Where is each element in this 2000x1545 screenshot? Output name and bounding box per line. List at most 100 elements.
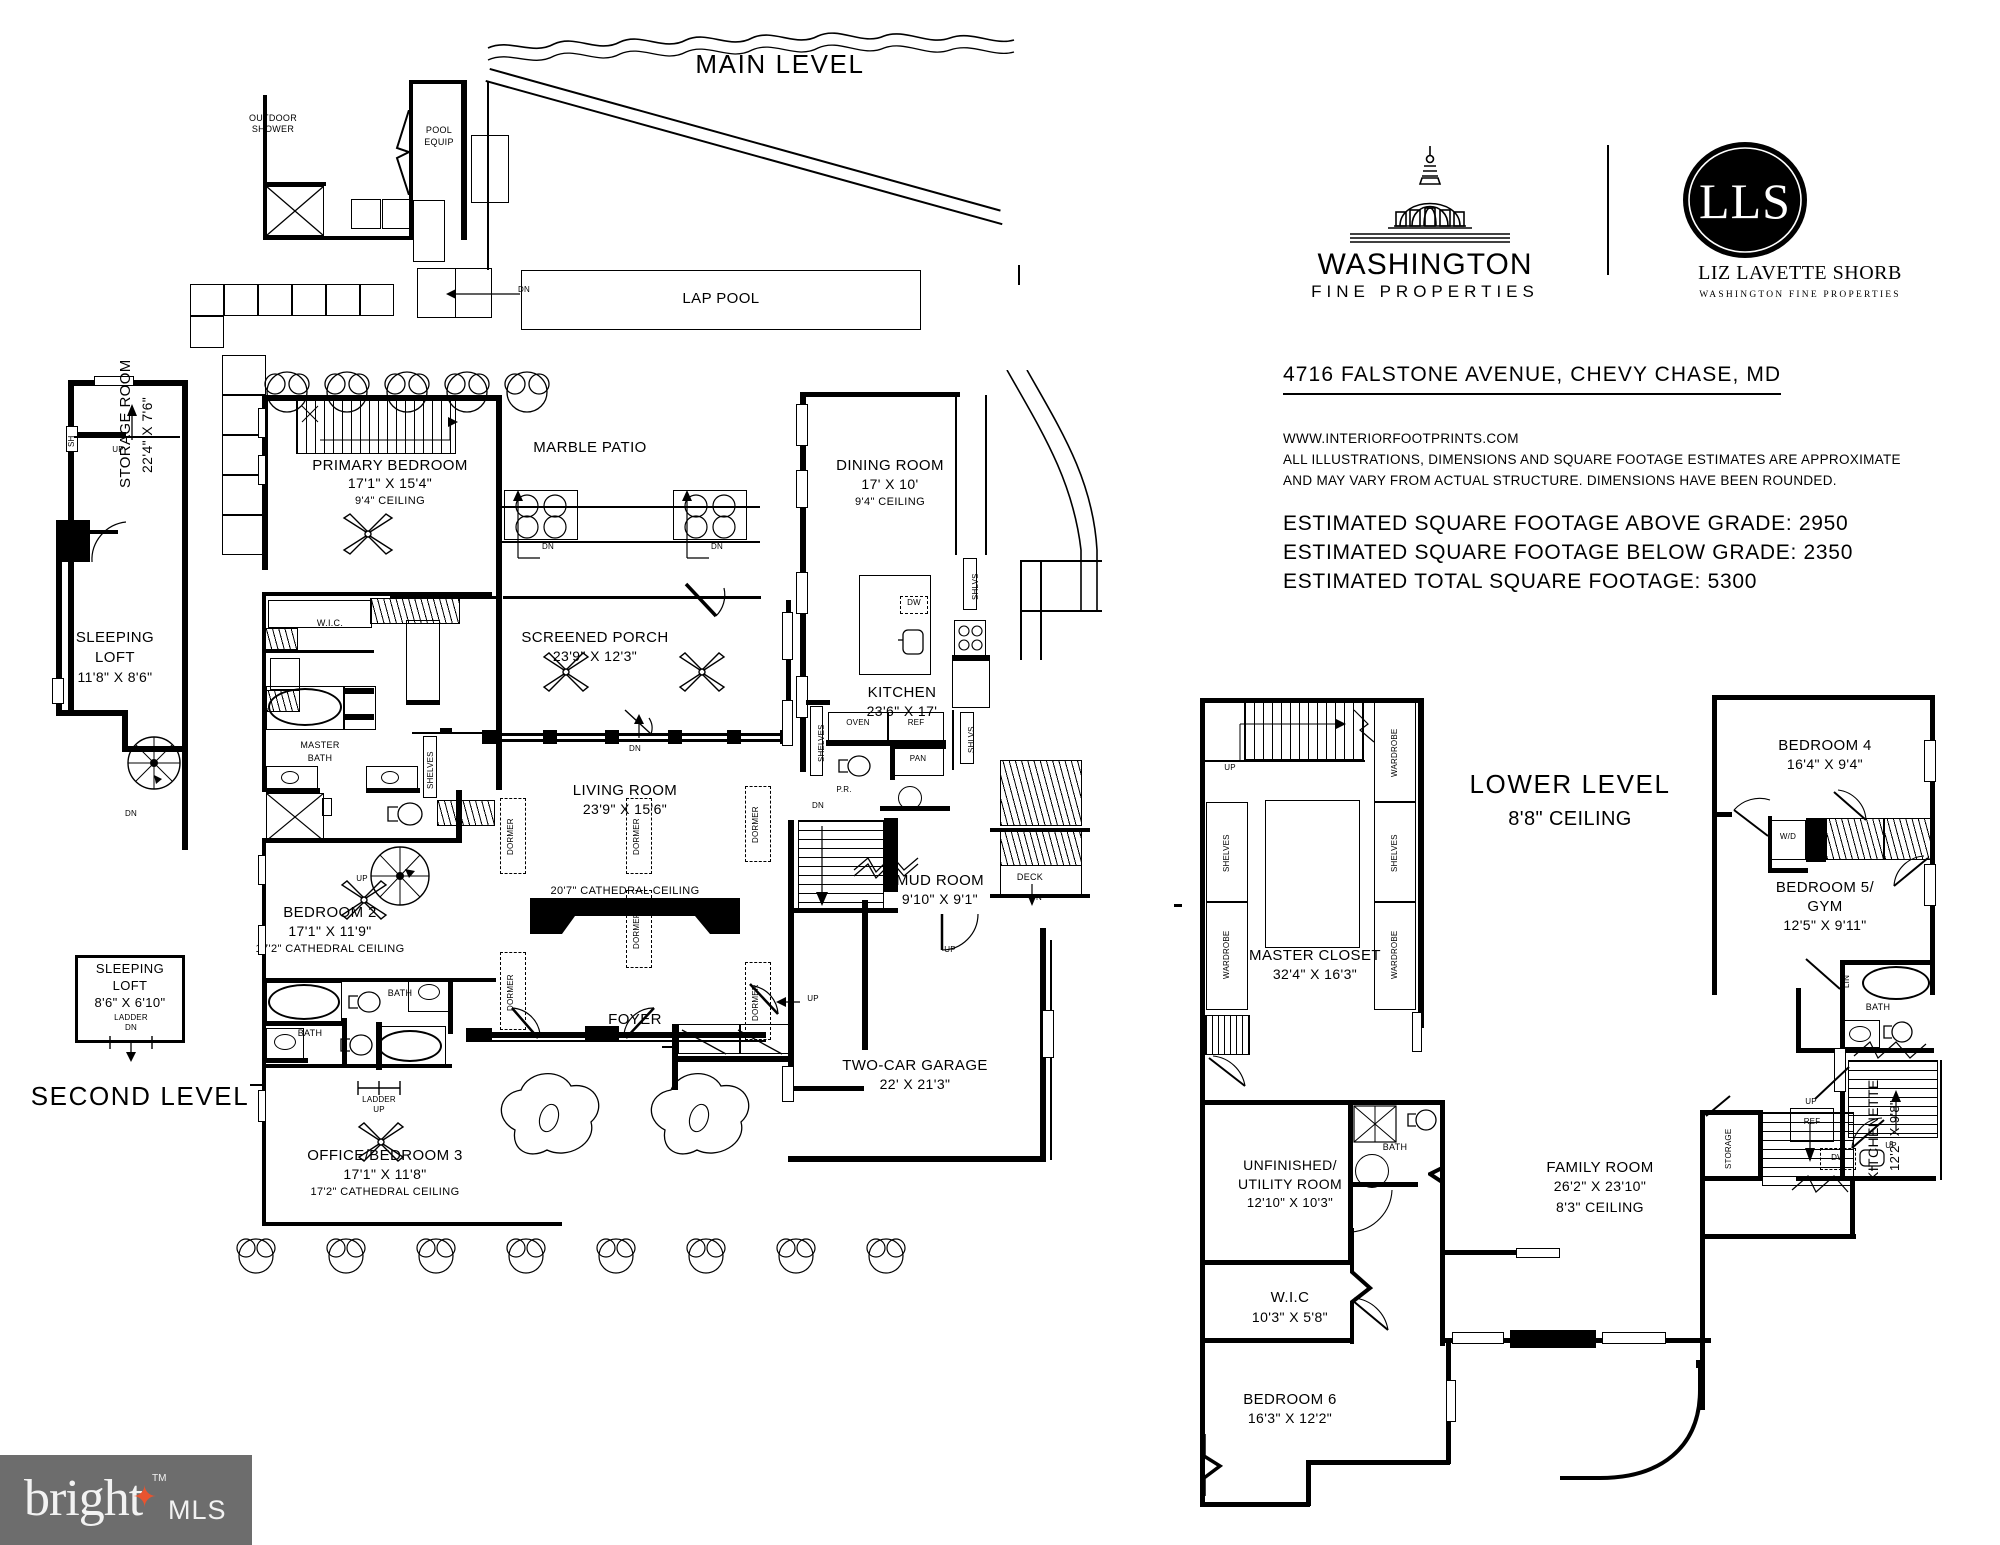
property-address: 4716 FALSTONE AVENUE, CHEVY CHASE, MD — [1283, 363, 1782, 395]
watermark-tm: TM — [152, 1473, 167, 1484]
dining-room-ceiling: 9'4" CEILING — [854, 496, 926, 508]
bedroom2-dim: 17'1" X 11'9" — [288, 923, 372, 939]
cooktop-icon — [958, 625, 983, 651]
office-bedroom3-dim: 17'1" X 11'8" — [343, 1166, 427, 1182]
master-closet-dim: 32'4" X 16'3" — [1272, 966, 1358, 982]
kitchen-label: KITCHEN — [867, 684, 937, 701]
foyer-up-icon — [749, 983, 800, 1015]
kitchenette-sink-icon — [1859, 1149, 1885, 1171]
primary-bedroom-ceiling: 9'4" CEILING — [354, 495, 426, 507]
watermark-brand: bright — [24, 1470, 143, 1527]
toilet-icon-master — [387, 802, 423, 826]
outdoor-shower-label-1: OUTDOOR — [248, 113, 298, 123]
porch-door-dn-icon — [624, 709, 653, 738]
ceiling-fan-icon-porch-2 — [678, 652, 726, 692]
dn-label-loft: DN — [125, 809, 137, 818]
ceiling-fan-icon-office — [357, 1122, 405, 1162]
dormer-label-2: DORMER — [632, 818, 641, 856]
ref-label-kitchen: REF — [907, 718, 925, 727]
toilet-icon-pr — [838, 755, 871, 777]
lower-level-title: LOWER LEVEL — [1469, 769, 1671, 799]
deck-label: DECK — [1016, 872, 1044, 882]
sleeping-loft2-label-1: SLEEPING — [95, 961, 165, 976]
dn-label-porch: DN — [629, 744, 641, 753]
bedroom6-door-icon — [1202, 1434, 1224, 1496]
bedroom4-label: BEDROOM 4 — [1778, 737, 1872, 754]
bath-shower-icon-lower-left — [1353, 1105, 1397, 1143]
sh-label-1: SH — [67, 435, 76, 447]
dining-room-label: DINING ROOM — [836, 457, 944, 474]
lls-logo-sub: WASHINGTON FINE PROPERTIES — [1699, 290, 1901, 300]
lap-pool-label: LAP POOL — [682, 290, 760, 307]
primary-bedroom-label: PRIMARY BEDROOM — [312, 457, 468, 474]
bedroom2-ceiling: 17'2" CATHEDRAL CEILING — [255, 943, 405, 955]
mud-room-label: MUD ROOM — [895, 872, 985, 889]
lls-logo-name: LIZ LAVETTE SHORB — [1698, 262, 1902, 284]
front-shrubs-icon — [236, 1238, 906, 1274]
storage-label-lower: STORAGE — [1724, 1128, 1733, 1170]
dn-label-right: DN — [711, 542, 723, 551]
family-room-dim: 26'2" X 23'10" — [1553, 1178, 1647, 1194]
office-bedroom3-label: OFFICE/BEDROOM 3 — [307, 1147, 463, 1164]
unfinished-utility-label-1: UNFINISHED/ — [1243, 1157, 1337, 1173]
garage-bushes-icon — [500, 1073, 750, 1155]
dn-label-patio: DN — [518, 285, 530, 294]
website-label: WWW.INTERIORFOOTPRINTS.COM — [1283, 431, 1519, 446]
family-room-curve — [1560, 1364, 1702, 1480]
sleeping-loft1-label-2: LOFT — [95, 649, 135, 666]
sqft-below-grade: ESTIMATED SQUARE FOOTAGE BELOW GRADE: 23… — [1283, 541, 1854, 564]
main-level-title: MAIN LEVEL — [695, 49, 865, 79]
bath-label-1: BATH — [387, 988, 413, 998]
lower-wic-label: W.I.C — [1270, 1289, 1310, 1306]
mudroom-door-icon — [940, 913, 979, 951]
stair-dn-icon-main — [816, 826, 828, 906]
foyer-door-right-icon — [623, 1007, 655, 1039]
lower-wic-dim: 10'3" X 5'8" — [1251, 1309, 1329, 1325]
toilet-icon-bath1 — [348, 991, 381, 1013]
lls-oval-icon: LLS — [1683, 142, 1807, 258]
sqft-above-grade: ESTIMATED SQUARE FOOTAGE ABOVE GRADE: 29… — [1283, 512, 1849, 535]
family-room-ceiling: 8'3" CEILING — [1556, 1199, 1644, 1215]
pan-label: PAN — [909, 754, 927, 763]
ladder-up-label-2: UP — [373, 1105, 385, 1114]
master-bath-label-1: MASTER — [300, 740, 340, 750]
sqft-total: ESTIMATED TOTAL SQUARE FOOTAGE: 5300 — [1283, 570, 1758, 593]
bedroom5-gym-label-1: BEDROOM 5/ — [1775, 879, 1875, 896]
bedroom4-door-icon — [1733, 797, 1771, 837]
wardrobe-label-l1: WARDROBE — [1222, 930, 1231, 980]
ladder-dn-label-2: DN — [125, 1023, 137, 1032]
watermark-star-icon: ✦ — [132, 1481, 158, 1514]
up-label-family: UP — [1805, 1097, 1817, 1106]
sleeping-loft2-dim: 8'6" X 6'10" — [94, 995, 166, 1010]
up-label-mudroom: UP — [944, 945, 956, 954]
bath-door-icon-lower — [1805, 958, 1841, 990]
up-label-lower-right: UP — [1885, 1141, 1897, 1150]
two-car-garage-dim: 22' X 21'3" — [879, 1076, 951, 1092]
patio-table-icon-2 — [684, 494, 736, 539]
shelves-label-l1: SHELVES — [1222, 834, 1231, 872]
fireplace-gfp-icon — [530, 898, 740, 934]
bath-label-lower-left: BATH — [1382, 1142, 1408, 1152]
dn-arrow-patio-right — [682, 490, 709, 559]
ceiling-fan-icon — [342, 513, 394, 555]
watermark-mls: MLS — [168, 1495, 227, 1525]
disclaimer-line-1: ALL ILLUSTRATIONS, DIMENSIONS AND SQUARE… — [1283, 452, 1901, 467]
shower-drain-icon — [266, 186, 324, 236]
marble-patio-label: MARBLE PATIO — [533, 439, 647, 456]
storage-door-icon — [1705, 1095, 1731, 1117]
pool-equip-door-icon — [395, 110, 412, 195]
bedroom5-closet-door-icon — [1893, 855, 1929, 887]
living-room-ceiling: 20'7" CATHEDRAL CEILING — [550, 885, 700, 897]
unfinished-utility-dim: 12'10" X 10'3" — [1246, 1195, 1334, 1210]
storage-room-label: STORAGE ROOM — [117, 359, 134, 488]
office-bedroom3-ceiling: 17'2" CATHEDRAL CEILING — [310, 1186, 460, 1198]
sleeping-loft2-label-2: LOFT — [112, 978, 148, 993]
unfinished-utility-label-2: UTILITY ROOM — [1237, 1176, 1343, 1192]
bedroom6-label: BEDROOM 6 — [1243, 1391, 1337, 1408]
pool-equip-label-2: EQUIP — [424, 137, 454, 147]
lower-level-ceiling: 8'8" CEILING — [1508, 808, 1632, 830]
storage-up-arrow — [127, 404, 137, 440]
master-closet-label: MASTER CLOSET — [1249, 947, 1381, 964]
two-car-garage-label: TWO-CAR GARAGE — [842, 1057, 988, 1074]
dormer-label-3: DORMER — [751, 806, 760, 844]
